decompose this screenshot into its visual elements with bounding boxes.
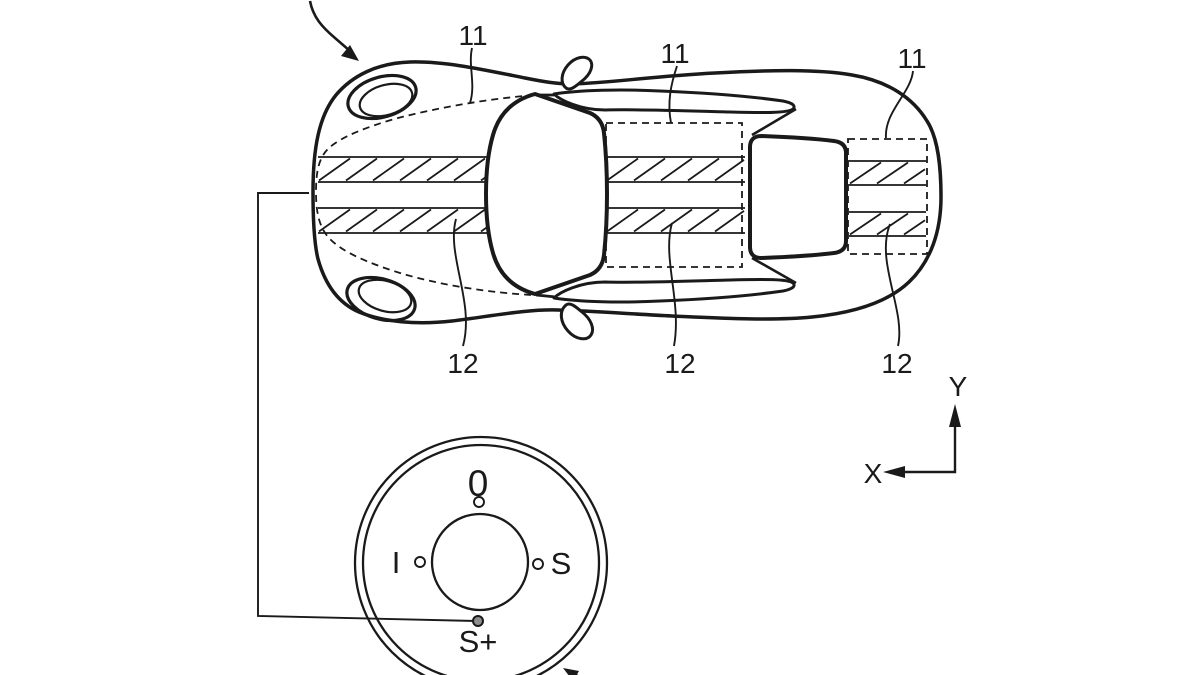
axes-lines bbox=[903, 425, 957, 474]
dial-position-S: S bbox=[551, 546, 572, 581]
headlight-lower-inner bbox=[357, 278, 413, 314]
x-axis-arrowhead-icon bbox=[883, 466, 905, 478]
c-pillar-line-upper bbox=[751, 107, 797, 137]
zone-box-middle-dashed bbox=[605, 122, 743, 268]
hood-zone-dashed-outline bbox=[315, 94, 535, 296]
y-axis-arrowhead-icon bbox=[949, 404, 961, 427]
reference-arrow bbox=[308, 0, 359, 61]
leader-zone-front bbox=[469, 47, 474, 104]
dial-pointer-arrowhead-icon bbox=[563, 668, 579, 675]
label-stripe-front: 12 bbox=[447, 348, 478, 379]
dial-marker-bottom-selected bbox=[472, 615, 484, 627]
car-top-view bbox=[311, 55, 943, 341]
label-zone-rear: 11 bbox=[897, 43, 926, 74]
dial-knob bbox=[430, 512, 530, 612]
leader-stripe-rear bbox=[884, 223, 901, 347]
windshield bbox=[484, 92, 609, 296]
a-pillar-line-lower bbox=[535, 293, 557, 299]
dial-outer-ring bbox=[353, 435, 609, 675]
dial-marker-top bbox=[473, 496, 485, 508]
x-axis-label: X bbox=[864, 458, 883, 489]
label-zone-front: 11 bbox=[458, 20, 487, 51]
leader-zone-rear bbox=[885, 70, 914, 139]
reference-arrowhead-icon bbox=[341, 45, 359, 61]
dial-position-S-plus: S+ bbox=[459, 624, 498, 659]
leader-stripe-middle bbox=[668, 222, 677, 347]
coordinate-axes: Y X bbox=[864, 371, 968, 489]
reference-arrow-curve bbox=[308, 0, 353, 54]
side-mirror-upper bbox=[560, 55, 594, 91]
dial-marker-right bbox=[532, 558, 544, 570]
label-stripe-rear: 12 bbox=[881, 348, 912, 379]
dial-marker-left bbox=[414, 556, 426, 568]
headlight-upper-inner bbox=[358, 82, 414, 118]
label-stripe-middle: 12 bbox=[664, 348, 695, 379]
dial-position-I: I bbox=[392, 545, 401, 580]
leader-zone-middle bbox=[668, 65, 678, 124]
side-window-upper bbox=[552, 88, 796, 115]
side-mirror-lower bbox=[559, 302, 595, 341]
rotary-dial: 0 I S S+ bbox=[353, 435, 609, 675]
label-zone-middle: 11 bbox=[660, 38, 689, 69]
rear-window bbox=[748, 134, 848, 260]
leader-lines bbox=[452, 47, 914, 347]
reference-numerals: 11 11 11 12 12 12 bbox=[447, 20, 926, 379]
dial-position-0: 0 bbox=[468, 463, 489, 504]
c-pillar-line-lower bbox=[751, 256, 797, 285]
leader-stripe-front bbox=[452, 218, 467, 347]
y-axis-label: Y bbox=[949, 371, 968, 402]
dial-inner-ring bbox=[361, 443, 601, 675]
